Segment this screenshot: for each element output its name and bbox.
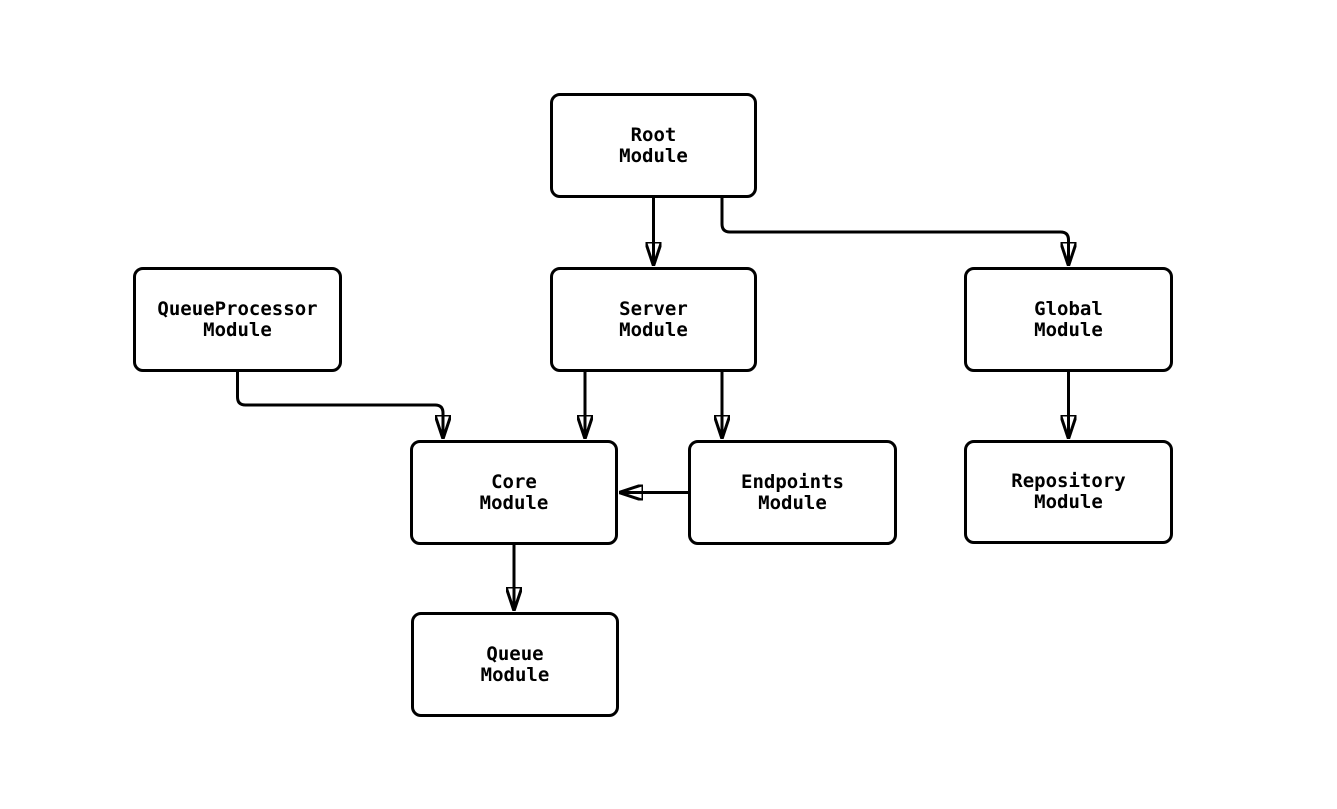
node-root-module: Root Module <box>550 93 757 198</box>
node-endpoints-module-label: Endpoints Module <box>741 470 844 514</box>
node-queueprocessor-module: QueueProcessor Module <box>133 267 342 372</box>
node-queue-module-label: Queue Module <box>480 642 550 686</box>
node-server-module: Server Module <box>550 267 757 372</box>
node-queueprocessor-module-label: QueueProcessor Module <box>157 297 318 341</box>
node-repository-module-label: Repository Module <box>1011 470 1126 513</box>
node-global-module: Global Module <box>964 267 1173 372</box>
node-repository-module: Repository Module <box>964 440 1173 544</box>
node-root-module-label: Root Module <box>619 123 688 167</box>
edge-root-to-global-arrow <box>720 198 1069 265</box>
node-queue-module: Queue Module <box>411 612 619 717</box>
edge-queueprocessor-to-core-arrow <box>236 372 444 438</box>
node-core-module-label: Core Module <box>479 470 549 514</box>
node-endpoints-module: Endpoints Module <box>688 440 897 545</box>
node-server-module-label: Server Module <box>619 297 688 341</box>
node-core-module: Core Module <box>410 440 618 545</box>
node-global-module-label: Global Module <box>1034 297 1103 341</box>
